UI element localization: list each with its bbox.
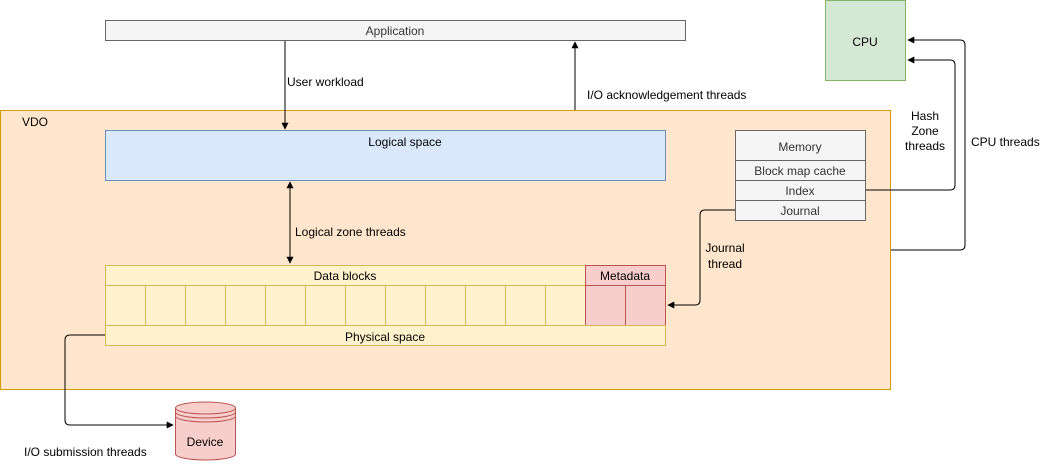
data-block-cell [305, 285, 346, 326]
data-block-cell [465, 285, 506, 326]
data-block-cell [145, 285, 186, 326]
io-ack-label: I/O acknowledgement threads [587, 88, 746, 102]
hash-zone-label-1: Hash [911, 109, 939, 123]
data-blocks-label: Data blocks [314, 269, 377, 283]
io-submission-label: I/O submission threads [24, 445, 147, 459]
logical-zone-label: Logical zone threads [295, 225, 406, 239]
io-submission-arrow [64, 334, 174, 429]
memory-label: Memory [778, 140, 821, 154]
cpu-threads-arrow [891, 36, 966, 251]
index-label: Index [785, 184, 814, 198]
data-block-cell [505, 285, 546, 326]
application-label: Application [366, 24, 425, 38]
data-block-cell [545, 285, 586, 326]
application-box [105, 20, 686, 41]
physical-space-box [105, 325, 666, 346]
journal-box [735, 200, 866, 221]
journal-thread-arrow [667, 209, 735, 309]
metadata-cell [585, 285, 626, 326]
cpu-threads-label: CPU threads [971, 135, 1040, 149]
hash-zone-arrow [866, 56, 956, 191]
data-block-cell [425, 285, 466, 326]
cpu-label: CPU [852, 35, 877, 49]
journal-label: Journal [780, 204, 819, 218]
device-label: Device [187, 435, 224, 449]
metadata-cells [585, 285, 666, 326]
hash-zone-label-2: Zone [911, 124, 939, 138]
hash-zone-label-3: threads [905, 139, 945, 153]
data-block-cell [265, 285, 306, 326]
data-block-cell [185, 285, 226, 326]
data-block-cell [225, 285, 266, 326]
data-block-cell [345, 285, 386, 326]
vdo-label: VDO [22, 115, 48, 129]
physical-space-label: Physical space [345, 330, 425, 344]
logical-space-box [105, 130, 666, 181]
metadata-cell [625, 285, 666, 326]
block-map-cache-label: Block map cache [754, 164, 846, 178]
metadata-label: Metadata [600, 269, 650, 283]
journal-thread-label-1: Journal [705, 241, 744, 255]
device-cylinder [175, 401, 236, 461]
data-block-cells [105, 285, 586, 326]
user-workload-label: User workload [287, 75, 364, 89]
journal-thread-label-2: thread [708, 257, 742, 271]
data-block-cell [105, 285, 146, 326]
data-block-cell [385, 285, 426, 326]
logical-space-label: Logical space [368, 135, 442, 149]
cpu-box [825, 0, 906, 81]
